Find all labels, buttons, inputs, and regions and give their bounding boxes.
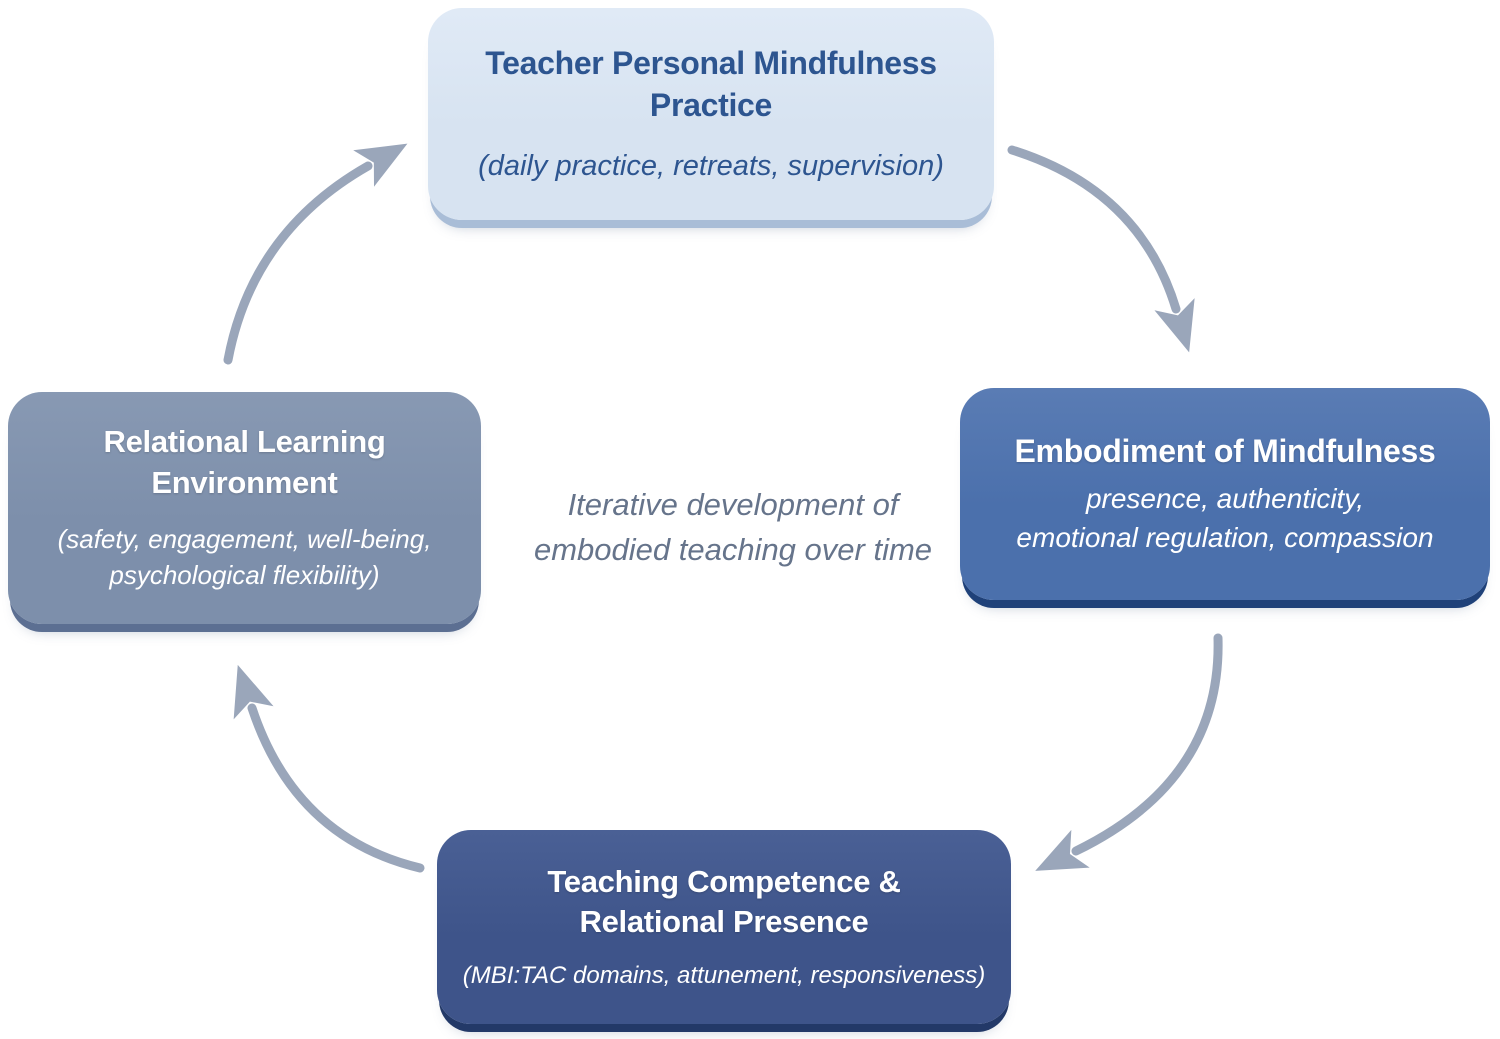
node-relational-learning-environment: Relational Learning Environment (safety,… [8,392,481,624]
node-teaching-competence-relational-presence: Teaching Competence & Relational Presenc… [437,830,1011,1024]
arrow-bottom-to-left-icon [233,664,425,873]
arrow-left-to-top-icon [223,143,408,365]
node-title: Embodiment of Mindfulness [1014,433,1436,470]
node-subtitle: (MBI:TAC domains, attunement, responsive… [462,962,986,990]
node-subtitle: (safety, engagement, well-being, psychol… [57,524,432,590]
node-embodiment-of-mindfulness: Embodiment of Mindfulness presence, auth… [960,388,1490,600]
arrow-right-to-bottom-icon [1035,633,1223,871]
arrow-top-to-right-icon [1007,145,1195,353]
center-caption: Iterative development of embodied teachi… [533,487,933,567]
node-teacher-personal-mindfulness-practice: Teacher Personal Mindfulness Practice (d… [428,8,994,220]
node-title: Teacher Personal Mindfulness Practice [485,44,937,123]
node-title: Relational Learning Environment [103,424,386,501]
node-title: Teaching Competence & Relational Presenc… [547,863,901,940]
node-subtitle: presence, authenticity, emotional regula… [1016,483,1434,554]
node-subtitle: (daily practice, retreats, supervision) [478,150,944,183]
